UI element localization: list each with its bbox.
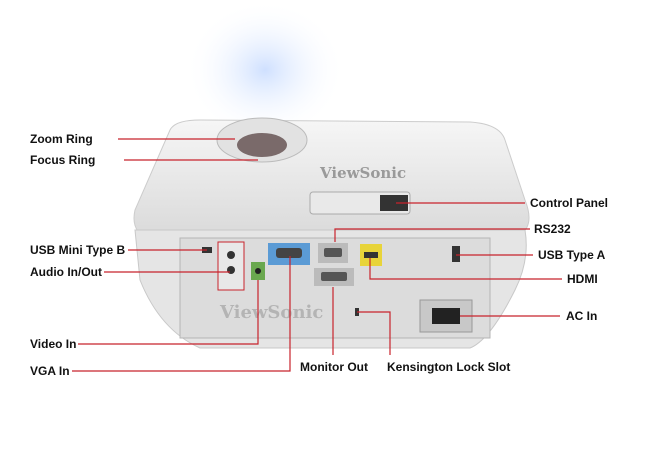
label-zoom-ring: Zoom Ring — [30, 132, 93, 146]
control-buttons — [380, 195, 408, 211]
label-control-panel: Control Panel — [530, 196, 608, 210]
label-hdmi: HDMI — [567, 272, 598, 286]
label-vga-in: VGA In — [30, 364, 70, 378]
label-usb-type-a: USB Type A — [538, 248, 606, 262]
label-video-in: Video In — [30, 337, 76, 351]
lens — [237, 133, 287, 157]
usb-a-port — [452, 246, 460, 262]
leader-lines — [72, 138, 562, 372]
light-beam — [185, 0, 345, 140]
label-kensington-lock-slot: Kensington Lock Slot — [387, 360, 510, 374]
brand-logo-top: ViewSonic — [319, 164, 406, 182]
label-audio-in-out: Audio In/Out — [30, 265, 102, 279]
label-usb-mini-type-b: USB Mini Type B — [30, 243, 125, 257]
label-ac-in: AC In — [566, 309, 597, 323]
label-rs232: RS232 — [534, 222, 571, 236]
label-focus-ring: Focus Ring — [30, 153, 95, 167]
label-monitor-out: Monitor Out — [300, 360, 368, 374]
brand-logo-rear: ViewSonic — [219, 302, 323, 323]
